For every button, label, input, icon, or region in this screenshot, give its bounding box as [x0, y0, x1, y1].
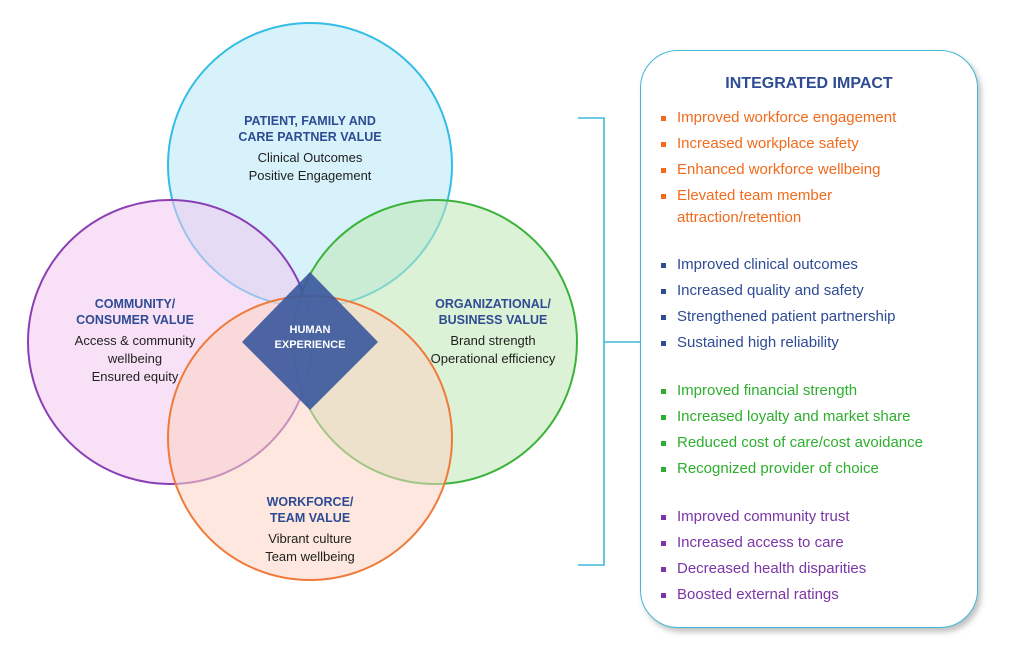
bullet-square-icon — [661, 441, 666, 446]
title-line: COMMUNITY/ — [94, 297, 176, 311]
title-line: TEAM VALUE — [269, 511, 351, 525]
impact-item-text: Recognized provider of choice — [677, 460, 879, 477]
label-community-consumer-value: COMMUNITY/ CONSUMER VALUE Access & commu… — [55, 296, 215, 386]
desc-line: Vibrant culture — [268, 531, 352, 546]
impact-item: Increased loyalty and market share — [661, 406, 977, 428]
impact-item-text: Elevated team member attraction/retentio… — [677, 187, 833, 226]
impact-item-text: Increased access to care — [677, 534, 844, 551]
impact-item: Increased quality and safety — [661, 280, 977, 302]
desc-line: Positive Engagement — [248, 168, 372, 183]
bullet-square-icon — [661, 515, 666, 520]
label-patient-family-value: PATIENT, FAMILY AND CARE PARTNER VALUE C… — [210, 113, 410, 185]
impact-item: Enhanced workforce wellbeing — [661, 159, 977, 181]
impact-group-community: Improved community trust Increased acces… — [661, 506, 977, 610]
impact-item: Boosted external ratings — [661, 584, 977, 606]
bracket — [578, 117, 640, 566]
bullet-square-icon — [661, 116, 666, 121]
impact-item: Sustained high reliability — [661, 332, 977, 354]
integrated-impact-panel: INTEGRATED IMPACT Improved workforce eng… — [640, 50, 978, 628]
impact-item: Decreased health disparities — [661, 558, 977, 580]
impact-item-text: Enhanced workforce wellbeing — [677, 161, 881, 178]
desc-line: Brand strength — [450, 333, 536, 348]
center-line: EXPERIENCE — [274, 339, 346, 351]
impact-group-organizational: Improved financial strength Increased lo… — [661, 380, 977, 484]
bullet-square-icon — [661, 415, 666, 420]
impact-item: Reduced cost of care/cost avoidance — [661, 432, 977, 454]
title-line: CONSUMER VALUE — [76, 313, 194, 327]
impact-item: Increased access to care — [661, 532, 977, 554]
bullet-square-icon — [661, 593, 666, 598]
label-organizational-business-value: ORGANIZATIONAL/ BUSINESS VALUE Brand str… — [408, 296, 578, 368]
bullet-square-icon — [661, 541, 666, 546]
desc-line: Ensured equity — [91, 369, 179, 384]
impact-item: Strengthened patient partnership — [661, 306, 977, 328]
title-line: PATIENT, FAMILY AND — [244, 114, 376, 128]
label-human-experience: HUMAN EXPERIENCE — [260, 323, 360, 353]
impact-item-text: Strengthened patient partnership — [677, 308, 896, 325]
panel-title: INTEGRATED IMPACT — [725, 75, 893, 92]
impact-item: Improved community trust — [661, 506, 977, 528]
impact-item-text: Increased loyalty and market share — [677, 408, 911, 425]
desc-line: Operational efficiency — [430, 351, 556, 366]
impact-item-text: Improved workforce engagement — [677, 109, 897, 126]
title-line: ORGANIZATIONAL/ — [435, 297, 551, 311]
impact-group-patient: Improved clinical outcomes Increased qua… — [661, 254, 977, 358]
bullet-square-icon — [661, 263, 666, 268]
desc-line: Team wellbeing — [265, 549, 355, 564]
bullet-square-icon — [661, 315, 666, 320]
bullet-square-icon — [661, 194, 666, 199]
impact-item-text: Increased quality and safety — [677, 282, 864, 299]
desc-line: wellbeing — [107, 351, 163, 366]
impact-item-text: Improved clinical outcomes — [677, 256, 858, 273]
impact-item-text: Reduced cost of care/cost avoidance — [677, 434, 923, 451]
impact-item: Improved clinical outcomes — [661, 254, 977, 276]
bullet-square-icon — [661, 142, 666, 147]
impact-item-text: Improved financial strength — [677, 382, 858, 399]
title-line: CARE PARTNER VALUE — [238, 130, 382, 144]
bullet-square-icon — [661, 168, 666, 173]
impact-group-workforce: Improved workforce engagement Increased … — [661, 107, 977, 233]
impact-item: Increased workplace safety — [661, 133, 977, 155]
impact-item-text: Decreased health disparities — [677, 560, 867, 577]
impact-item-text: Sustained high reliability — [677, 334, 839, 351]
impact-item: Elevated team member attraction/retentio… — [661, 185, 897, 229]
impact-item: Improved workforce engagement — [661, 107, 977, 129]
center-diamond — [242, 272, 378, 410]
impact-item: Improved financial strength — [661, 380, 977, 402]
impact-item-text: Boosted external ratings — [677, 586, 839, 603]
desc-line: Clinical Outcomes — [257, 150, 363, 165]
bullet-square-icon — [661, 289, 666, 294]
impact-item-text: Increased workplace safety — [677, 135, 859, 152]
label-workforce-team-value: WORKFORCE/ TEAM VALUE Vibrant culture Te… — [235, 494, 385, 566]
bullet-square-icon — [661, 467, 666, 472]
impact-item: Recognized provider of choice — [661, 458, 977, 480]
title-line: BUSINESS VALUE — [438, 313, 548, 327]
desc-line: Access & community — [74, 333, 196, 348]
bullet-square-icon — [661, 389, 666, 394]
bullet-square-icon — [661, 567, 666, 572]
center-line: HUMAN — [289, 324, 331, 336]
impact-item-text: Improved community trust — [677, 508, 850, 525]
title-line: WORKFORCE/ — [266, 495, 354, 509]
bullet-square-icon — [661, 341, 666, 346]
